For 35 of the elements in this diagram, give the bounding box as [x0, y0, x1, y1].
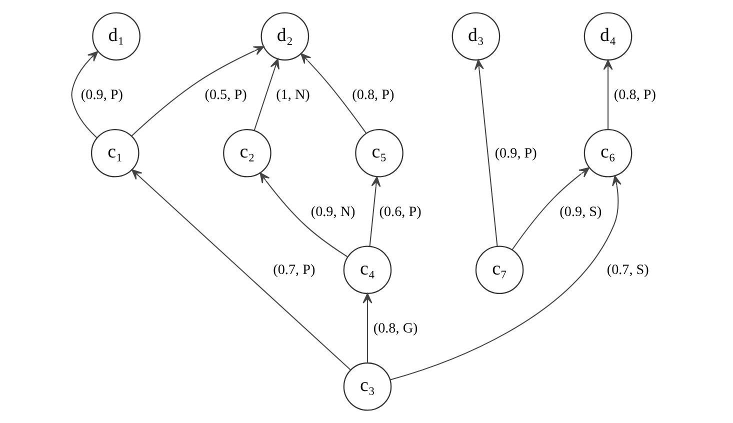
edge-label: (0.8, P): [613, 87, 656, 104]
node-circle: c₂: [222, 128, 271, 178]
edge-label: (0.9, N): [310, 204, 355, 220]
arrow: [362, 293, 372, 363]
node-circle: c₅: [354, 128, 403, 178]
node-circle: d₄: [583, 12, 632, 61]
edge-label: (0.5, P): [204, 87, 246, 104]
edge-label: (0.8, P): [352, 87, 394, 104]
edge-label: (0.9, S): [559, 204, 602, 220]
arrow: [390, 175, 621, 380]
arrow: [130, 169, 350, 370]
arrow: [602, 60, 612, 130]
edge-label: (0.8, G): [372, 320, 418, 336]
arrow: [300, 53, 366, 134]
edge-label: (0.9, P): [494, 145, 536, 162]
node-circle: d₂: [260, 12, 309, 61]
edge-label: (0.6, P): [378, 204, 421, 220]
node-circle: c₄: [342, 246, 392, 294]
edge-label: (0.7, P): [272, 262, 315, 278]
node-circle: c₁: [90, 128, 139, 178]
arrow: [368, 176, 380, 246]
edge-label: (1, N): [276, 87, 310, 104]
arrow: [70, 51, 98, 138]
node-circle: c₆: [583, 128, 632, 178]
arrow: [253, 58, 279, 131]
node-circle: c₇: [474, 246, 524, 294]
node-circle: c₃: [342, 362, 392, 411]
node-circle: d₃: [451, 12, 500, 61]
arrow: [511, 167, 590, 250]
edge-label: (0.9, P): [80, 87, 122, 104]
edge-label: (0.7, S): [606, 262, 648, 278]
arrow: [130, 46, 264, 136]
node-circle: d₁: [92, 12, 140, 61]
arrow: [474, 59, 498, 246]
arrow: [259, 172, 348, 258]
